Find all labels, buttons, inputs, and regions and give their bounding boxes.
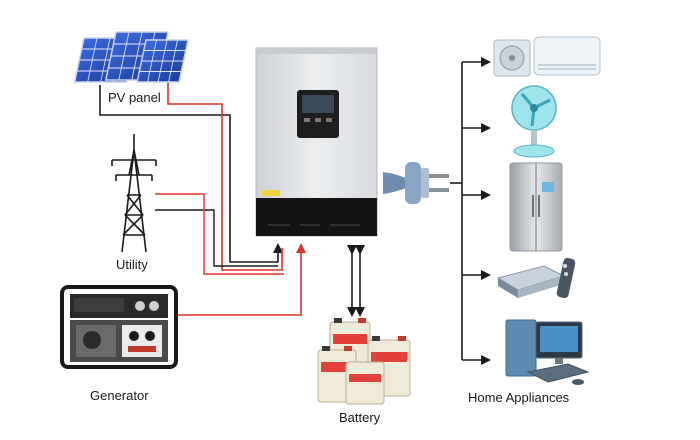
generator-label: Generator	[90, 388, 149, 403]
solar-panel-icon	[73, 31, 189, 83]
power-plug-icon	[383, 162, 449, 204]
computer-icon	[505, 319, 590, 385]
utility-wire-black	[155, 209, 278, 267]
dvd-player-icon	[496, 257, 576, 299]
generator-icon	[60, 285, 178, 369]
pv-panel-label: PV panel	[108, 90, 161, 105]
battery-icon	[317, 318, 411, 405]
refrigerator-icon	[509, 162, 563, 252]
pv-wire-red	[167, 82, 283, 271]
wiring	[99, 57, 491, 365]
home-appliances-label: Home Appliances	[468, 390, 570, 405]
utility-tower-icon	[111, 134, 157, 253]
pv-wire-black	[99, 85, 283, 263]
utility-wire-red	[155, 193, 284, 275]
battery-label: Battery	[339, 410, 381, 425]
inverter-icon	[255, 47, 378, 237]
generator-wire-red	[178, 243, 306, 316]
fan-icon	[511, 85, 557, 158]
air-conditioner-icon	[493, 36, 601, 77]
utility-label: Utility	[116, 257, 148, 272]
